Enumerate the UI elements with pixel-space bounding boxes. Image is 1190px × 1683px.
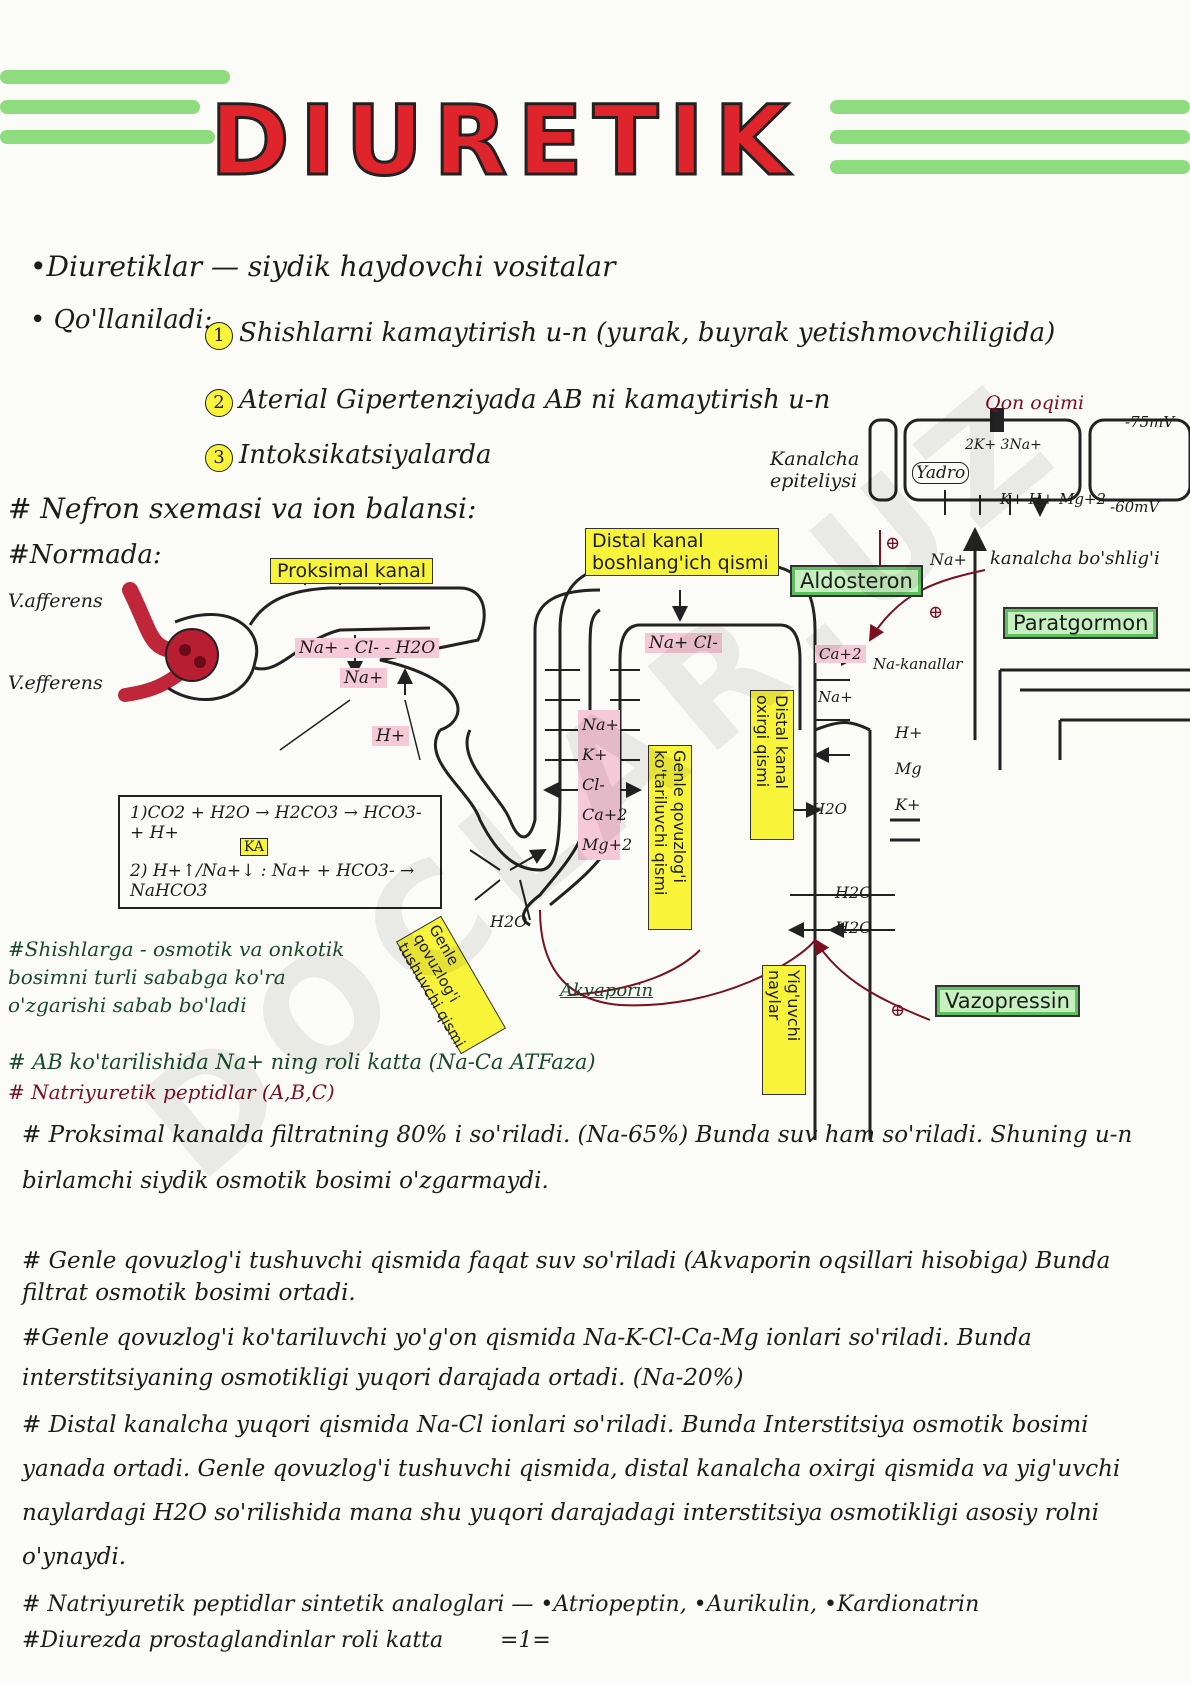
note-shishlar: #Shishlarga - osmotik va onkotik bosimni… (8, 937, 345, 1017)
label-h2o-descending: H2O (490, 912, 528, 931)
note-genle-kotariluvchi: #Genle qovuzlog'i ko'tariluvchi yo'g'on … (22, 1325, 1032, 1391)
label-na-k-pump: 2K+ 3Na+ (965, 437, 1042, 453)
label-proximal-h: H+ (372, 726, 410, 746)
note-proksimal: # Proksimal kanalda filtratning 80% i so… (22, 1122, 1133, 1194)
label-genle-ions: Na+ K+ Cl- Ca+2 Mg+2 (578, 710, 632, 860)
label-akvaporin: Akvaporin (560, 980, 654, 1001)
title-banner: DIURETIK (0, 55, 1190, 205)
label-na-kanallar: Na-kanallar (873, 655, 963, 673)
uses-label: • Qo'llaniladi: (30, 305, 213, 335)
hormone-vazopressin: Vazopressin (935, 985, 1080, 1017)
number-badge: 1 (205, 322, 233, 350)
note-natriyuretik: # Natriyuretik peptidlar (A,B,C) (8, 1080, 335, 1104)
label-proximal-ions: Na+ - Cl- - H2O (295, 638, 440, 658)
label-distal-na: Na+ (818, 688, 853, 706)
label-ca2: Ca+2 (815, 645, 866, 663)
note-analoglar: # Natriyuretik peptidlar sintetik analog… (22, 1592, 980, 1617)
label-genle-kotariluvchi: Genle qovuzlog'i ko'tariluvchi qismi (648, 745, 692, 930)
label-proksimal-kanal: Proksimal kanal (270, 558, 434, 584)
label-k-h-mg: K+ H+ Mg+2 (1000, 490, 1107, 508)
heading-normada: #Normada: (8, 540, 162, 570)
page-title: DIURETIK (208, 84, 799, 199)
label-distal-right-ions: H+ Mg K+ (895, 723, 923, 814)
label-mv-75: -75mV (1125, 413, 1175, 431)
label-proximal-na: Na+ (340, 668, 388, 688)
label-distal-oxirgi: Distal kanal oxirgi qismi (750, 690, 794, 840)
label-h2o-duct-2: H2O (835, 918, 873, 937)
reaction-box: 1)CO2 + H2O → H2CO3 → HCO3- + H+ KA 2) H… (118, 795, 442, 909)
hormone-paratgormon: Paratgormon (1003, 607, 1159, 639)
ka-badge: KA (240, 838, 269, 856)
reaction-1: 1)CO2 + H2O → H2CO3 → HCO3- + H+ (130, 803, 422, 843)
proximal-tubule (248, 586, 486, 732)
plus-paratgormon: ⊕ (928, 602, 944, 623)
label-v-afferens: V.afferens (8, 590, 103, 612)
label-yiguvchi-naylar: Yig'uvchi naylar (762, 965, 806, 1095)
note-genle-tushuvchi: # Genle qovuzlog'i tushuvchi qismida faq… (22, 1248, 1111, 1306)
label-yadro: Yadro (912, 462, 970, 484)
label-mv-60: -60mV (1110, 498, 1160, 516)
glomerulus (118, 582, 259, 702)
label-h2o-duct-1: H2O (835, 883, 873, 902)
plus-vazopressin: ⊕ (890, 1000, 906, 1021)
intro-definition: •Diuretiklar — siydik haydovchi vositala… (30, 250, 616, 283)
label-kanalcha-epiteliysi: Kanalcha epiteliysi (770, 448, 860, 492)
page-number: =1= (500, 1628, 551, 1653)
hormone-aldosteron: Aldosteron (790, 565, 923, 597)
label-distal-boshlangich: Distal kanal boshlang'ich qismi (585, 528, 779, 576)
label-kanalcha-boshligi: kanalcha bo'shlig'i (990, 548, 1160, 569)
heading-nefron: # Nefron sxemasi va ion balansi: (8, 492, 477, 525)
plus-aldosteron: ⊕ (885, 533, 901, 554)
note-distal: # Distal kanalcha yuqori qismida Na-Cl i… (22, 1412, 1121, 1570)
number-badge: 3 (205, 444, 233, 472)
number-badge: 2 (205, 389, 233, 417)
label-h2o-distal: H2O (812, 800, 847, 818)
note-prostaglandin: #Diurezda prostaglandinlar roli katta (22, 1628, 444, 1653)
label-distal-na-cl: Na+ Cl- (645, 633, 722, 653)
label-qon-oqimi: Qon oqimi (985, 392, 1085, 414)
reaction-2: 2) H+↑/Na+↓ : Na+ + HCO3- → NaHCO3 (130, 861, 415, 901)
label-na-epithelium: Na+ (930, 550, 967, 569)
label-v-efferens: V.efferens (8, 672, 103, 694)
note-ab-natriy: # AB ko'tarilishida Na+ ning roli katta … (8, 1050, 596, 1074)
